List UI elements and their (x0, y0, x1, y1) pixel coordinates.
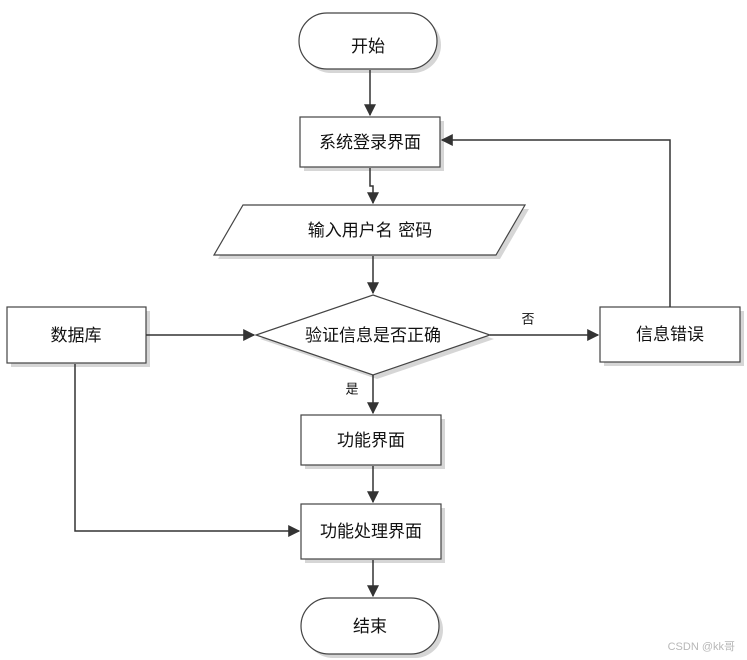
edge-login-input (367, 168, 379, 205)
edge-label-no: 否 (521, 313, 534, 328)
verify-node: 验证信息是否正确 (254, 294, 494, 379)
function-node: 功能界面 (300, 414, 445, 469)
start-node: 开始 (298, 12, 441, 73)
input-node: 输入用户名 密码 (212, 204, 529, 259)
edge-error-login (440, 134, 671, 307)
edge-label-yes: 是 (345, 383, 358, 398)
verify-label: 验证信息是否正确 (305, 326, 441, 346)
error-label: 信息错误 (636, 325, 704, 345)
process-label: 功能处理界面 (320, 522, 422, 542)
input-label: 输入用户名 密码 (308, 221, 432, 241)
start-label: 开始 (351, 37, 385, 57)
function-label: 功能界面 (337, 431, 405, 451)
watermark: CSDN @kk哥 (667, 641, 735, 653)
process-node: 功能处理界面 (300, 503, 445, 563)
end-node: 结束 (300, 597, 443, 658)
database-label: 数据库 (51, 326, 102, 346)
login-node: 系统登录界面 (299, 116, 444, 171)
end-label: 结束 (353, 617, 387, 637)
error-node: 信息错误 (599, 306, 744, 366)
login-label: 系统登录界面 (319, 133, 421, 153)
database-node: 数据库 (6, 306, 150, 367)
edge-database-process (74, 364, 301, 537)
